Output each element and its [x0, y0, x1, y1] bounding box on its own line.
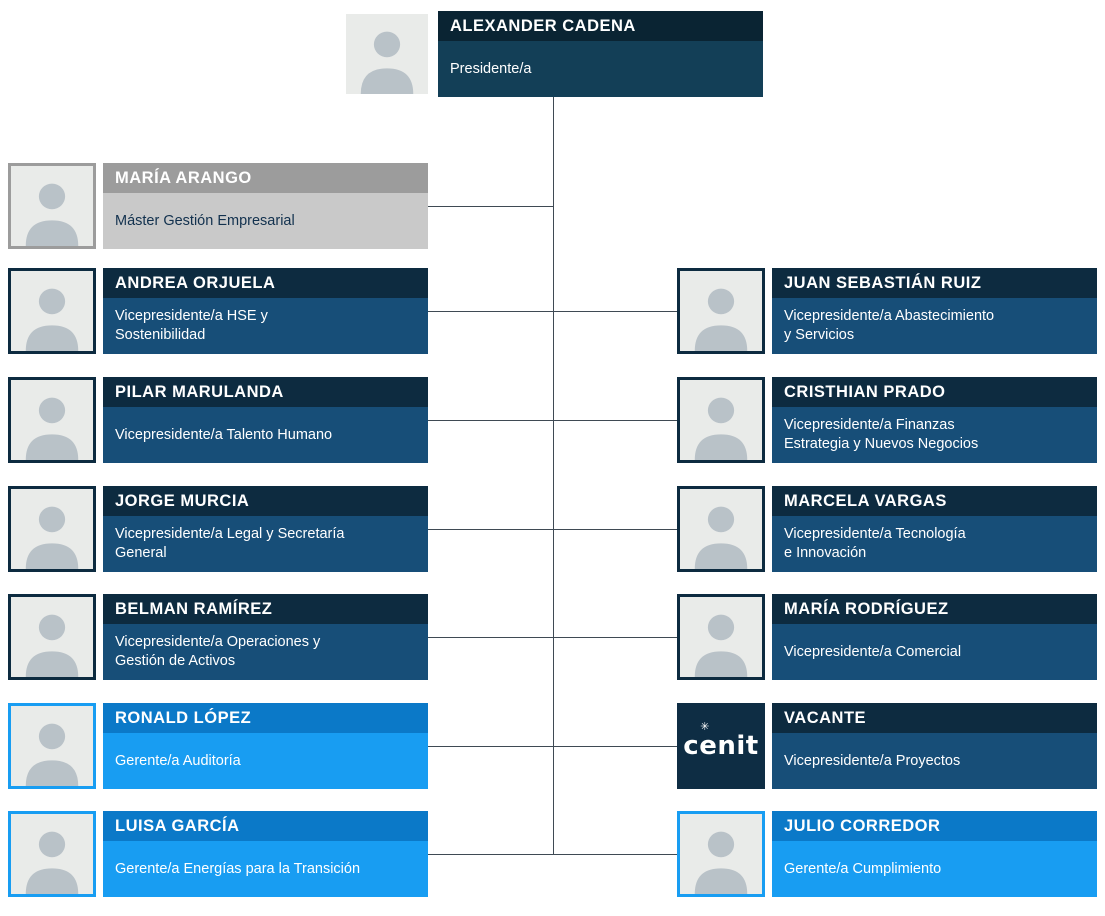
connector-line [428, 529, 553, 530]
person-title: Vicepresidente/a Talento Humano [103, 407, 428, 463]
person-title: Vicepresidente/a Abastecimiento y Servic… [772, 298, 1097, 354]
org-card-right-3: MARÍA RODRÍGUEZ Vicepresidente/a Comerci… [677, 594, 1097, 680]
connector-line [428, 420, 553, 421]
org-card-left-3: JORGE MURCIA Vicepresidente/a Legal y Se… [8, 486, 428, 572]
person-silhouette-icon [680, 271, 762, 351]
connector-line [553, 420, 677, 421]
cenit-star-icon: ✳ [700, 720, 711, 733]
person-name: LUISA GARCÍA [103, 811, 428, 841]
connector-line [553, 637, 677, 638]
person-title: Vicepresidente/a Proyectos [772, 733, 1097, 789]
person-silhouette-icon [11, 271, 93, 351]
person-photo [677, 486, 765, 572]
org-card-right-0: JUAN SEBASTIÁN RUIZ Vicepresidente/a Aba… [677, 268, 1097, 354]
org-card-left-4: BELMAN RAMÍREZ Vicepresidente/a Operacio… [8, 594, 428, 680]
person-name: JULIO CORREDOR [772, 811, 1097, 841]
org-card-right-4-vacante: ✳ cenit VACANTE Vicepresidente/a Proyect… [677, 703, 1097, 789]
org-card-right-2: MARCELA VARGAS Vicepresidente/a Tecnolog… [677, 486, 1097, 572]
org-card-left-2: PILAR MARULANDA Vicepresidente/a Talento… [8, 377, 428, 463]
person-silhouette-icon [11, 380, 93, 460]
cenit-logo: ✳ cenit [677, 703, 765, 789]
cenit-logo-text: cenit [683, 731, 759, 761]
person-photo [8, 811, 96, 897]
person-name: BELMAN RAMÍREZ [103, 594, 428, 624]
person-title: Vicepresidente/a HSE y Sostenibilidad [103, 298, 428, 354]
person-silhouette-icon [346, 14, 428, 94]
person-name: JORGE MURCIA [103, 486, 428, 516]
person-name: MARÍA ARANGO [103, 163, 428, 193]
org-card-left-1: ANDREA ORJUELA Vicepresidente/a HSE y So… [8, 268, 428, 354]
connector-line [428, 206, 553, 207]
person-silhouette-icon [11, 814, 93, 894]
person-name: ALEXANDER CADENA [438, 11, 763, 41]
person-name: JUAN SEBASTIÁN RUIZ [772, 268, 1097, 298]
person-silhouette-icon [680, 597, 762, 677]
connector-line [428, 637, 553, 638]
person-photo [343, 11, 431, 97]
person-title: Gerente/a Energías para la Transición [103, 841, 428, 897]
person-photo [8, 703, 96, 789]
person-silhouette-icon [680, 489, 762, 569]
person-title: Vicepresidente/a Finanzas Estrategia y N… [772, 407, 1097, 463]
org-card-left-0: MARÍA ARANGO Máster Gestión Empresarial [8, 163, 428, 249]
person-photo [8, 268, 96, 354]
person-photo [677, 811, 765, 897]
person-silhouette-icon [11, 706, 93, 786]
connector-trunk [553, 97, 554, 854]
org-card-right-1: CRISTHIAN PRADO Vicepresidente/a Finanza… [677, 377, 1097, 463]
person-name: PILAR MARULANDA [103, 377, 428, 407]
connector-line [553, 529, 677, 530]
person-photo [8, 486, 96, 572]
person-title: Vicepresidente/a Comercial [772, 624, 1097, 680]
person-name: MARCELA VARGAS [772, 486, 1097, 516]
person-title: Gerente/a Auditoría [103, 733, 428, 789]
person-name: RONALD LÓPEZ [103, 703, 428, 733]
org-card-right-5: JULIO CORREDOR Gerente/a Cumplimiento [677, 811, 1097, 897]
connector-line [428, 854, 553, 855]
person-photo [8, 163, 96, 249]
person-name: CRISTHIAN PRADO [772, 377, 1097, 407]
person-name: ANDREA ORJUELA [103, 268, 428, 298]
connector-line [428, 746, 553, 747]
person-name: MARÍA RODRÍGUEZ [772, 594, 1097, 624]
connector-line [553, 746, 677, 747]
org-card-left-6: LUISA GARCÍA Gerente/a Energías para la … [8, 811, 428, 897]
person-title: Gerente/a Cumplimiento [772, 841, 1097, 897]
person-silhouette-icon [680, 380, 762, 460]
connector-line [553, 854, 677, 855]
person-silhouette-icon [11, 597, 93, 677]
person-photo [677, 377, 765, 463]
person-name: VACANTE [772, 703, 1097, 733]
org-card-left-5: RONALD LÓPEZ Gerente/a Auditoría [8, 703, 428, 789]
person-photo [8, 377, 96, 463]
connector-line [553, 311, 677, 312]
connector-line [428, 311, 553, 312]
person-silhouette-icon [680, 814, 762, 894]
person-photo [677, 594, 765, 680]
person-silhouette-icon [11, 166, 93, 246]
person-title: Vicepresidente/a Operaciones y Gestión d… [103, 624, 428, 680]
org-card-presidente: ALEXANDER CADENA Presidente/a [343, 11, 763, 97]
person-photo [677, 268, 765, 354]
person-title: Máster Gestión Empresarial [103, 193, 428, 249]
person-title: Vicepresidente/a Legal y Secretaría Gene… [103, 516, 428, 572]
person-title: Presidente/a [438, 41, 763, 97]
person-photo [8, 594, 96, 680]
person-silhouette-icon [11, 489, 93, 569]
person-title: Vicepresidente/a Tecnología e Innovación [772, 516, 1097, 572]
